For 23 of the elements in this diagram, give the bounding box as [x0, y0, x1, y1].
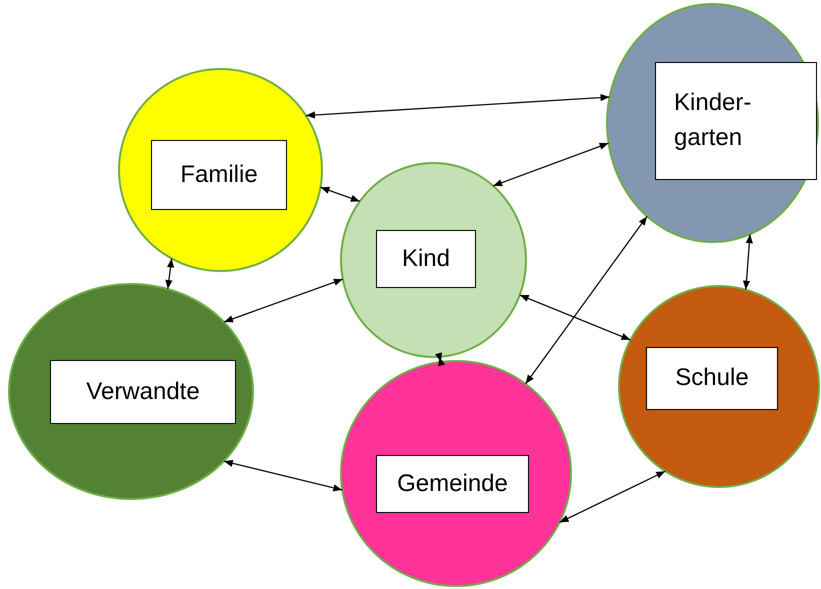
- label-box: [50, 360, 236, 424]
- node-label: Schule: [675, 363, 749, 394]
- label-box: [376, 455, 529, 513]
- label-box: [655, 62, 817, 180]
- label-box: [151, 140, 287, 210]
- arrow: [224, 460, 342, 492]
- label-box: [376, 230, 476, 288]
- label-box: [646, 347, 778, 410]
- arrow: [520, 294, 631, 340]
- arrow: [492, 142, 609, 186]
- arrow: [559, 470, 666, 523]
- arrow: [742, 234, 753, 290]
- node-label: Familie: [180, 160, 258, 190]
- arrow: [165, 258, 174, 290]
- arrow: [306, 94, 610, 119]
- arrow: [525, 216, 648, 384]
- node-label: Kinder- garten: [674, 88, 752, 153]
- arrow: [435, 352, 446, 366]
- node-label: Gemeinde: [397, 468, 508, 499]
- node-label: Verwandte: [86, 376, 200, 407]
- node-label: Kind: [402, 244, 450, 274]
- arrow: [224, 278, 344, 323]
- arrow: [320, 186, 360, 202]
